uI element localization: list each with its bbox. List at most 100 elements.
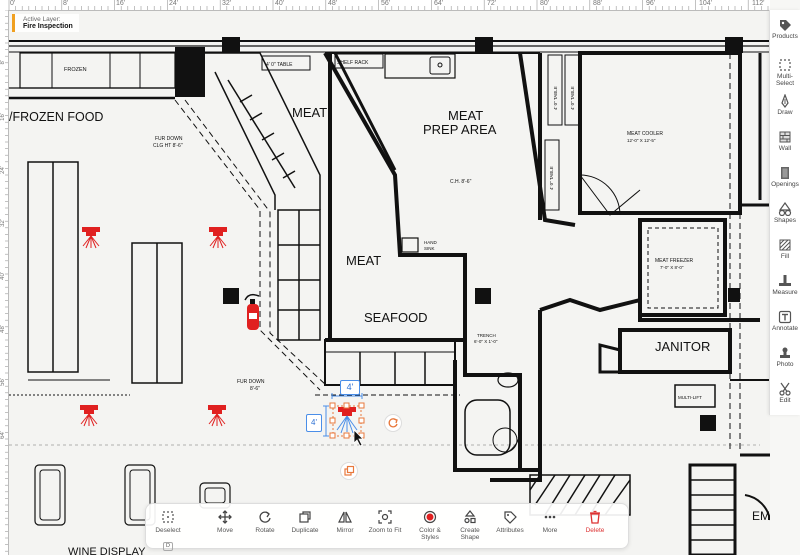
duplicate-label: Duplicate xyxy=(291,527,319,534)
delete-button[interactable]: Delete xyxy=(575,508,615,534)
active-layer-indicator[interactable]: Active Layer: Fire Inspection xyxy=(12,14,79,32)
floor-plan-drawing: FROZEN /FROZEN FOOD 4' 0" TABLE SHELF RA… xyxy=(9,37,770,555)
color-styles-button[interactable]: Color & Styles xyxy=(410,508,450,541)
ruler-label: 32' xyxy=(222,0,232,7)
plan-label-meat-freezer: MEAT FREEZER xyxy=(655,258,694,264)
tool-fill[interactable]: Fill xyxy=(770,234,800,270)
rotate-icon xyxy=(388,418,398,428)
ruler-label: 56' xyxy=(381,0,391,7)
plan-label-trench: TRENCH xyxy=(477,333,496,338)
tool-products[interactable]: Products xyxy=(770,14,800,50)
plan-label-fur-down-2: FUR DOWN xyxy=(237,379,265,385)
width-dimension-label[interactable]: 4' xyxy=(340,380,360,395)
selected-sprinkler-icon[interactable] xyxy=(323,393,365,439)
ruler-label: 40' xyxy=(0,272,6,280)
create-shape-icon xyxy=(464,510,476,524)
zoom-to-fit-label: Zoom to Fit xyxy=(368,527,402,534)
plan-label-meat-prep: MEAT xyxy=(448,108,483,123)
move-button[interactable]: Move xyxy=(205,508,245,534)
floor-plan-canvas[interactable]: FROZEN /FROZEN FOOD 4' 0" TABLE SHELF RA… xyxy=(9,11,770,555)
ruler-label: 40' xyxy=(275,0,285,7)
plan-label-fur-down-clg: CLG HT 8'-6" xyxy=(153,143,183,149)
fire-sprinkler-icon[interactable] xyxy=(80,405,98,427)
deselect-icon xyxy=(162,511,174,523)
ruler-label: 16' xyxy=(116,0,126,7)
top-ruler-ticks xyxy=(8,0,769,10)
ruler-label: 32' xyxy=(0,219,6,227)
pen-icon xyxy=(781,94,789,108)
rotate-icon xyxy=(259,511,271,523)
selection-toolbar: Deselect D Move Rotate Duplicate Mirror … xyxy=(145,503,629,552)
plan-label-sink: SINK xyxy=(424,246,435,251)
door-icon xyxy=(781,167,789,179)
plan-label-employee: EMPLO xyxy=(752,509,770,523)
tool-edit[interactable]: Edit xyxy=(770,378,800,414)
duplicate-button[interactable]: Duplicate xyxy=(285,508,325,534)
tool-label: Annotate xyxy=(771,325,799,332)
zoom-fit-icon xyxy=(378,510,392,524)
ruler-label: 64' xyxy=(0,431,6,439)
rotate-button[interactable]: Rotate xyxy=(245,508,285,534)
tool-label: Measure xyxy=(772,289,798,296)
tool-label: Openings xyxy=(771,181,799,188)
delete-label: Delete xyxy=(585,527,605,534)
plan-label-ch: C.H. 8'-6" xyxy=(450,179,472,185)
plan-label-table-v2: 4' 0" TABLE xyxy=(553,86,558,110)
mouse-cursor-icon xyxy=(353,429,364,447)
tool-measure[interactable]: Measure xyxy=(770,270,800,306)
mirror-button[interactable]: Mirror xyxy=(325,508,365,534)
zoom-to-fit-button[interactable]: Zoom to Fit xyxy=(365,508,405,534)
scissors-icon xyxy=(779,382,791,396)
copy-icon xyxy=(344,465,355,476)
ruler-label: 56' xyxy=(0,378,6,386)
wall-icon xyxy=(779,131,791,143)
duplicate-icon xyxy=(299,511,311,523)
height-dimension-label[interactable]: 4' xyxy=(306,414,322,432)
tool-label: Products xyxy=(772,33,798,40)
plan-label-meat-freezer-dim: 7'-0" X 8'-0" xyxy=(660,265,684,270)
tool-photo[interactable]: Photo xyxy=(770,342,800,378)
text-icon xyxy=(778,310,792,324)
left-ruler-ticks xyxy=(5,10,8,552)
tool-draw[interactable]: Draw xyxy=(770,90,800,126)
fire-sprinkler-icon[interactable] xyxy=(209,227,227,249)
tool-label: Edit xyxy=(779,397,791,404)
fire-extinguisher-icon[interactable] xyxy=(244,293,260,330)
tool-annotate[interactable]: Annotate xyxy=(770,306,800,342)
active-layer-name: Fire Inspection xyxy=(23,23,73,30)
plan-label-table: 4' 0" TABLE xyxy=(266,62,293,68)
plan-label-multi-lift: MULTI-LIFT xyxy=(678,395,702,400)
create-shape-label: Create Shape xyxy=(460,527,480,541)
plan-label-prep-area: PREP AREA xyxy=(423,122,497,137)
ruler-label: 16' xyxy=(0,113,6,121)
duplicate-handle[interactable] xyxy=(340,462,358,480)
deselect-button[interactable]: Deselect D xyxy=(148,508,188,552)
more-button[interactable]: More xyxy=(530,508,570,534)
tool-multi-select[interactable]: Multi-Select xyxy=(770,54,800,90)
fire-sprinkler-icon[interactable] xyxy=(208,405,226,427)
fire-sprinkler-icon[interactable] xyxy=(82,227,100,249)
tool-label: Shapes xyxy=(773,217,797,224)
tools-sidebar: Products Multi-Select Draw Wall Openings… xyxy=(769,10,800,415)
tool-label: Fill xyxy=(780,253,790,260)
stamp-icon xyxy=(780,347,790,358)
tool-wall[interactable]: Wall xyxy=(770,126,800,162)
color-swatch-icon xyxy=(423,510,437,524)
create-shape-button[interactable]: Create Shape xyxy=(450,508,490,541)
plan-label-fur-down-2-ht: 8'-6" xyxy=(250,386,260,392)
multi-select-icon xyxy=(779,59,791,71)
attributes-button[interactable]: Attributes xyxy=(490,508,530,534)
tool-label: Multi-Select xyxy=(775,73,795,87)
ruler-label: 112' xyxy=(752,0,765,7)
left-ruler: 8' 16' 24' 32' 40' 48' 56' 64' xyxy=(0,10,9,555)
tool-shapes[interactable]: Shapes xyxy=(770,198,800,234)
plan-label-meat: MEAT xyxy=(292,105,327,120)
tool-openings[interactable]: Openings xyxy=(770,162,800,198)
deselect-shortcut-badge: D xyxy=(163,542,173,551)
hatch-fill-icon xyxy=(779,239,791,251)
rotate-handle[interactable] xyxy=(384,414,402,432)
plan-label-trench-dim: 6'-0" X 1'-0" xyxy=(474,339,498,344)
ruler-label: 104' xyxy=(699,0,713,7)
ruler-label: 80' xyxy=(540,0,550,7)
plan-label-frozen: FROZEN xyxy=(64,67,87,73)
